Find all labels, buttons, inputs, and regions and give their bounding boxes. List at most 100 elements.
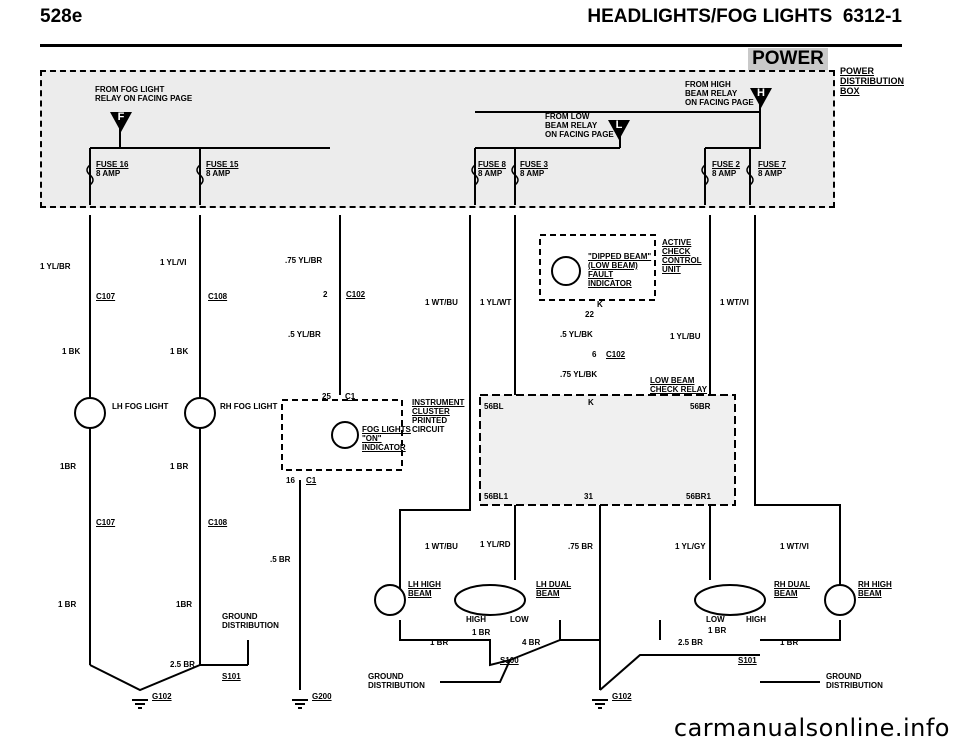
gd3-line2: DISTRIBUTION bbox=[826, 681, 883, 690]
instrument-line2: CLUSTER bbox=[412, 407, 450, 416]
connector-c108: C108 bbox=[208, 518, 228, 527]
wire-label: 1 YL/VI bbox=[160, 258, 187, 267]
wire-label: 1 YL/WT bbox=[480, 298, 512, 307]
rh-dual-line2: BEAM bbox=[774, 589, 798, 598]
fuse-3-amp: 8 AMP bbox=[520, 169, 545, 178]
high-pin-label: HIGH bbox=[746, 615, 766, 624]
dipped-line2: (LOW BEAM) bbox=[588, 261, 638, 270]
section-tab: POWER bbox=[748, 48, 828, 70]
lh-high-beam-label: LH HIGH BEAM bbox=[408, 580, 441, 598]
source-fog-relay-label: FROM FOG LIGHT RELAY ON FACING PAGE bbox=[95, 85, 192, 103]
wire-label: 2.5 BR bbox=[170, 660, 195, 669]
wire-label: 1 YL/BU bbox=[670, 332, 701, 341]
model-label: 528e bbox=[40, 6, 83, 27]
g200-symbol bbox=[292, 699, 308, 709]
active-check-control-label: ACTIVE CHECK CONTROL UNIT bbox=[662, 238, 702, 274]
fog-relay-line2: RELAY ON FACING PAGE bbox=[95, 94, 193, 103]
acc-line3: CONTROL bbox=[662, 256, 702, 265]
source-f-triangle bbox=[110, 112, 132, 132]
low-pin-label: LOW bbox=[706, 615, 725, 624]
connector-pin: 6 bbox=[592, 350, 597, 359]
high-pin-label: HIGH bbox=[466, 615, 486, 624]
lh-high-feed bbox=[399, 215, 471, 590]
wire-label: 1 YL/RD bbox=[480, 540, 511, 549]
gd1-line2: DISTRIBUTION bbox=[222, 621, 279, 630]
connector-c102: C102 bbox=[606, 350, 626, 359]
rh-high-line1: RH HIGH bbox=[858, 580, 892, 589]
g102-right-symbol bbox=[592, 699, 608, 709]
rh-fog-light-label: RH FOG LIGHT bbox=[220, 402, 278, 411]
fuse-16-name: FUSE 16 bbox=[96, 160, 129, 169]
rh-fog-light-symbol bbox=[184, 397, 216, 429]
wire-label: 1 YL/GY bbox=[675, 542, 706, 551]
wire-label: .5 BR bbox=[270, 555, 291, 564]
connector-pin: 2 bbox=[323, 290, 328, 299]
relay-line1: LOW BEAM bbox=[650, 376, 695, 385]
lh-fog-light-symbol bbox=[74, 397, 106, 429]
connector-pin: K bbox=[597, 300, 603, 309]
relay-pin: 31 bbox=[584, 492, 593, 501]
fuse-15-name: FUSE 15 bbox=[206, 160, 239, 169]
splice-s101: S101 bbox=[222, 672, 241, 681]
gd1-line1: GROUND bbox=[222, 612, 258, 621]
power-distribution-box bbox=[40, 70, 835, 208]
rh-dual-beam-symbol bbox=[694, 584, 766, 616]
wire-label: 1 BK bbox=[170, 347, 189, 356]
relay-pin: K bbox=[588, 398, 594, 407]
low-relay-line2: BEAM RELAY bbox=[545, 121, 598, 130]
acc-line4: UNIT bbox=[662, 265, 681, 274]
instrument-line4: CIRCUIT bbox=[412, 425, 445, 434]
low-pin-label: LOW bbox=[510, 615, 529, 624]
ground-distribution-label: GROUND DISTRIBUTION bbox=[368, 672, 425, 690]
wire-label: 1BR bbox=[176, 600, 193, 609]
watermark: carmanualsonline.info bbox=[673, 714, 950, 742]
relay-pin: 56BL bbox=[484, 402, 504, 411]
instrument-line3: PRINTED bbox=[412, 416, 448, 425]
gd3-line1: GROUND bbox=[826, 672, 862, 681]
lh-high-line2: BEAM bbox=[408, 589, 432, 598]
fog-indicator-symbol bbox=[331, 421, 359, 449]
dipped-beam-label: "DIPPED BEAM" (LOW BEAM) FAULT INDICATOR bbox=[588, 252, 651, 288]
pdb-line-1: POWER bbox=[840, 66, 875, 76]
lh-high-line1: LH HIGH bbox=[408, 580, 441, 589]
gd2-line2: DISTRIBUTION bbox=[368, 681, 425, 690]
wire-label: .5 YL/BR bbox=[288, 330, 321, 339]
wire-label: .75 BR bbox=[568, 542, 593, 551]
lh-dual-line2: BEAM bbox=[536, 589, 560, 598]
relay-line2: CHECK RELAY bbox=[650, 385, 708, 394]
lh-dual-beam-symbol bbox=[454, 584, 526, 616]
acc-line2: CHECK bbox=[662, 247, 691, 256]
wire-label: 1 WT/VI bbox=[780, 542, 809, 551]
wire-label: 1 BK bbox=[62, 347, 81, 356]
lh-fog-light-label: LH FOG LIGHT bbox=[112, 402, 169, 411]
wire-label: 1 BR bbox=[430, 638, 449, 647]
fuse-7-amp: 8 AMP bbox=[758, 169, 783, 178]
high-relay-line2: BEAM RELAY bbox=[685, 89, 738, 98]
source-h-letter: H bbox=[757, 87, 765, 99]
source-l-triangle bbox=[608, 120, 630, 140]
dipped-line1: "DIPPED BEAM" bbox=[588, 252, 652, 261]
header-rule bbox=[40, 44, 902, 47]
gd2-line1: GROUND bbox=[368, 672, 404, 681]
source-l-letter: L bbox=[615, 119, 623, 131]
high-relay-line1: FROM HIGH bbox=[685, 80, 731, 89]
relay-pin: 56BR1 bbox=[686, 492, 711, 501]
connector-pin: 22 bbox=[585, 310, 594, 319]
lh-high-beam-symbol bbox=[374, 584, 406, 616]
connector-c108: C108 bbox=[208, 292, 228, 301]
lh-dual-line1: LH DUAL bbox=[536, 580, 572, 589]
pdb-line-3: BOX bbox=[840, 86, 860, 96]
dipped-line4: INDICATOR bbox=[588, 279, 632, 288]
source-high-beam-label: FROM HIGH BEAM RELAY ON FACING PAGE bbox=[685, 80, 754, 107]
wire-label: 1 BR bbox=[708, 626, 727, 635]
wire-label: 1 YL/BR bbox=[40, 262, 71, 271]
low-relay-line1: FROM LOW bbox=[545, 112, 590, 121]
fuse-16-amp: 8 AMP bbox=[96, 169, 121, 178]
wire-label: .5 YL/BK bbox=[560, 330, 593, 339]
page-number: 6312-1 bbox=[842, 6, 902, 27]
connector-c1: C1 bbox=[345, 392, 356, 401]
rh-dual-line1: RH DUAL bbox=[774, 580, 810, 589]
dipped-indicator-symbol bbox=[551, 256, 581, 286]
